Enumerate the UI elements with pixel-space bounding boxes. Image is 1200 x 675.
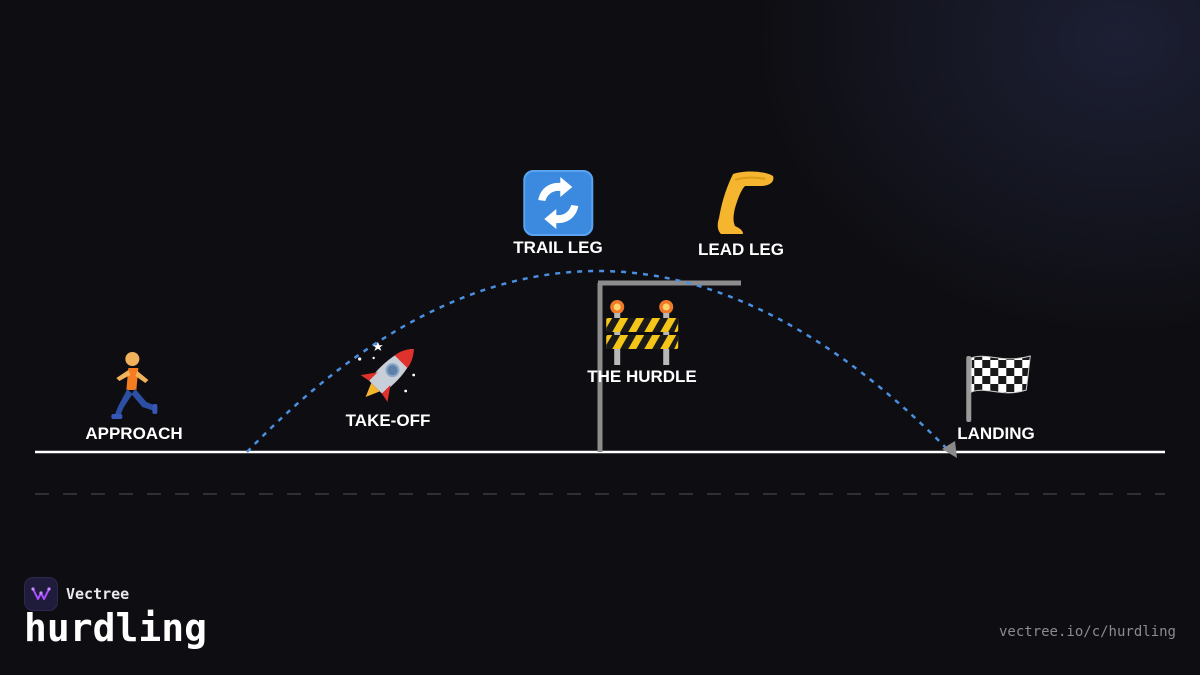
running-person-icon xyxy=(106,350,162,422)
rocket-icon xyxy=(346,337,430,409)
node-takeoff: TAKE-OFF xyxy=(345,337,431,431)
leg-icon xyxy=(705,168,777,238)
brand-name: Vectree xyxy=(66,585,130,603)
node-hurdle-label: THE HURDLE xyxy=(587,367,697,386)
source-url: vectree.io/c/hurdling xyxy=(998,624,1176,640)
node-approach-label: APPROACH xyxy=(85,424,183,443)
vectree-logo-icon xyxy=(24,577,58,611)
checkered-flag-icon xyxy=(958,352,1034,422)
node-trail-leg-label: TRAIL LEG xyxy=(513,238,603,257)
brand: Vectree xyxy=(24,577,129,611)
node-hurdle: THE HURDLE xyxy=(587,297,697,387)
node-trail-leg: TRAIL LEG xyxy=(513,170,603,258)
node-approach: APPROACH xyxy=(85,350,183,444)
counterclockwise-arrows-icon xyxy=(522,170,594,236)
node-lead-leg: LEAD LEG xyxy=(698,168,784,260)
jump-arc xyxy=(246,269,951,453)
node-landing-label: LANDING xyxy=(957,424,1035,443)
node-takeoff-label: TAKE-OFF xyxy=(345,411,431,430)
construction-barrier-icon xyxy=(604,297,680,365)
arc-arrowhead xyxy=(942,441,957,458)
topic-title: hurdling xyxy=(24,606,208,650)
node-landing: LANDING xyxy=(957,352,1035,444)
node-lead-leg-label: LEAD LEG xyxy=(698,240,784,259)
